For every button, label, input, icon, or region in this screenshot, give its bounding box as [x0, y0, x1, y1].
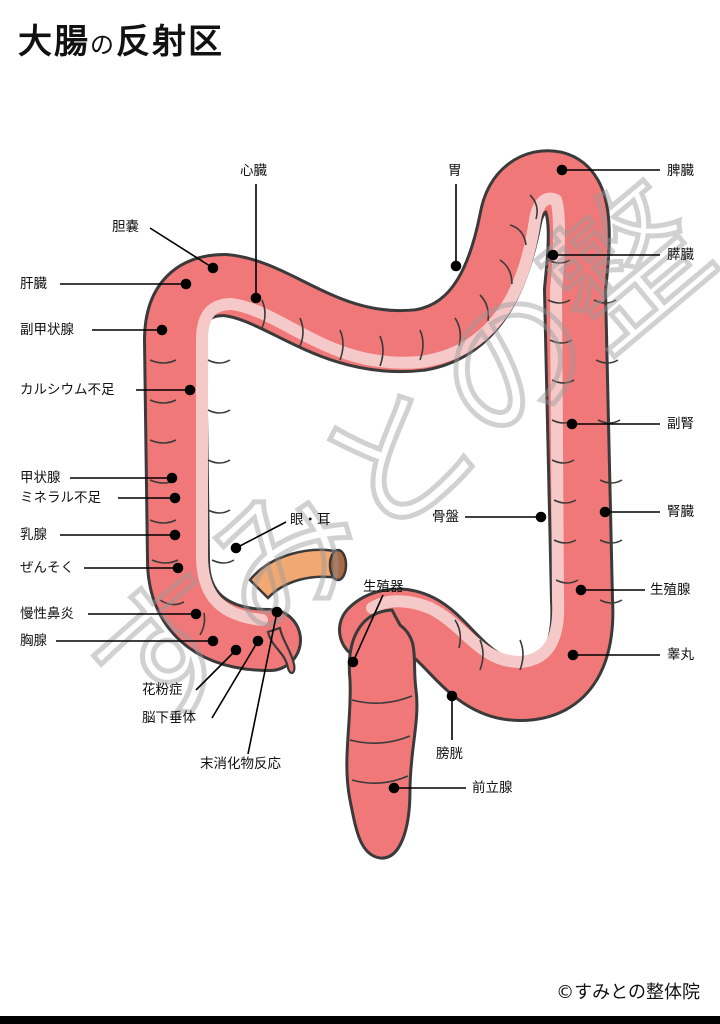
title-main: 大腸	[18, 22, 90, 62]
label-hayfever: 花粉症	[142, 682, 183, 698]
label-spleen: 脾臓	[667, 163, 694, 179]
label-pancreas: 膵臓	[667, 247, 694, 263]
colon-body	[146, 152, 612, 719]
label-reproductive-gland: 生殖腺	[650, 582, 691, 598]
ileum-opening	[328, 548, 348, 582]
label-kidney: 腎臓	[667, 504, 694, 520]
label-stomach: 胃	[448, 163, 462, 179]
label-circulation: 末消化物反応	[200, 756, 281, 772]
label-eye-ear: 眼・耳	[290, 512, 331, 528]
colon-lumen	[196, 192, 565, 668]
label-calcium: カルシウム不足	[20, 382, 115, 398]
label-pituitary: 脳下垂体	[142, 710, 196, 726]
copyright: ©すみとの整体院	[556, 982, 700, 1003]
appendix	[266, 626, 296, 674]
colon	[143, 149, 623, 722]
title-particle: の	[90, 31, 116, 59]
rectum-folds	[349, 695, 413, 784]
label-bladder: 膀胱	[436, 746, 463, 762]
leader-lines	[56, 164, 660, 794]
label-prostate: 前立腺	[472, 780, 513, 796]
label-thymus: 胸腺	[20, 633, 47, 649]
label-testis: 睾丸	[667, 647, 694, 663]
title-rest: 反射区	[116, 22, 224, 62]
page-title: 大腸の反射区	[18, 14, 224, 63]
label-mineral: ミネラル不足	[20, 490, 101, 506]
label-heart: 心臓	[240, 163, 267, 179]
label-sinusitis: 慢性鼻炎	[20, 606, 74, 622]
label-asthma: ぜんそく	[20, 560, 74, 576]
label-gallbladder: 胆嚢	[112, 219, 139, 235]
label-thyroid: 甲状腺	[20, 470, 61, 486]
label-reproductive: 生殖器	[363, 579, 404, 595]
label-liver: 肝臓	[20, 276, 47, 292]
label-adrenal: 副腎	[667, 416, 694, 432]
rectum	[345, 608, 419, 860]
haustra-lines	[149, 194, 623, 671]
label-parathyroid: 副甲状腺	[20, 322, 74, 338]
label-breast: 乳腺	[20, 527, 47, 543]
bottom-bar	[0, 1016, 720, 1024]
label-bone: 骨盤	[432, 509, 459, 525]
